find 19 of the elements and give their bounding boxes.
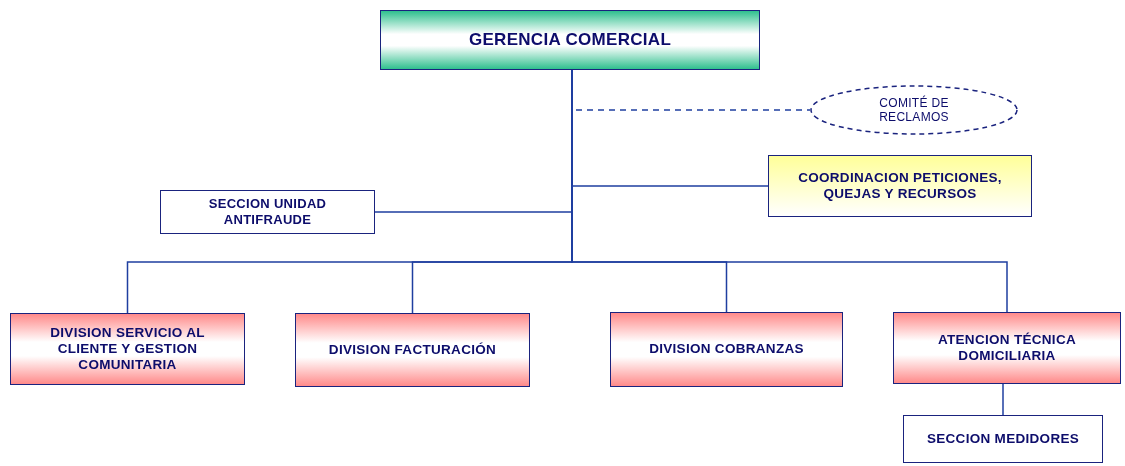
org-box	[295, 313, 530, 387]
dashed-ellipse	[810, 85, 1018, 135]
org-box	[380, 10, 760, 70]
connector-line	[1002, 383, 1004, 416]
box-label: DIVISION COBRANZAS	[649, 341, 804, 358]
box-label: SECCION MEDIDORES	[926, 430, 1080, 448]
box-label: ATENCION TÉCNICA DOMICILIARIA	[936, 331, 1077, 365]
box-label: GERENCIA COMERCIAL	[468, 29, 672, 51]
org-box	[610, 312, 843, 387]
org-box	[10, 313, 245, 385]
org-box	[768, 155, 1032, 217]
box-label: COORDINACION PETICIONES, QUEJAS Y RECURSOS	[797, 169, 1003, 203]
box-label: DIVISION FACTURACIÓN	[328, 341, 497, 359]
box-label: DIVISION SERVICIO AL CLIENTE Y GESTION COMUNITARIA	[49, 324, 206, 374]
box-label: COMITÉ DE RECLAMOS	[878, 95, 950, 125]
box-label: SECCION UNIDAD ANTIFRAUDE	[207, 196, 328, 228]
org-box	[160, 190, 375, 234]
org-box	[903, 415, 1103, 463]
org-box	[893, 312, 1121, 384]
